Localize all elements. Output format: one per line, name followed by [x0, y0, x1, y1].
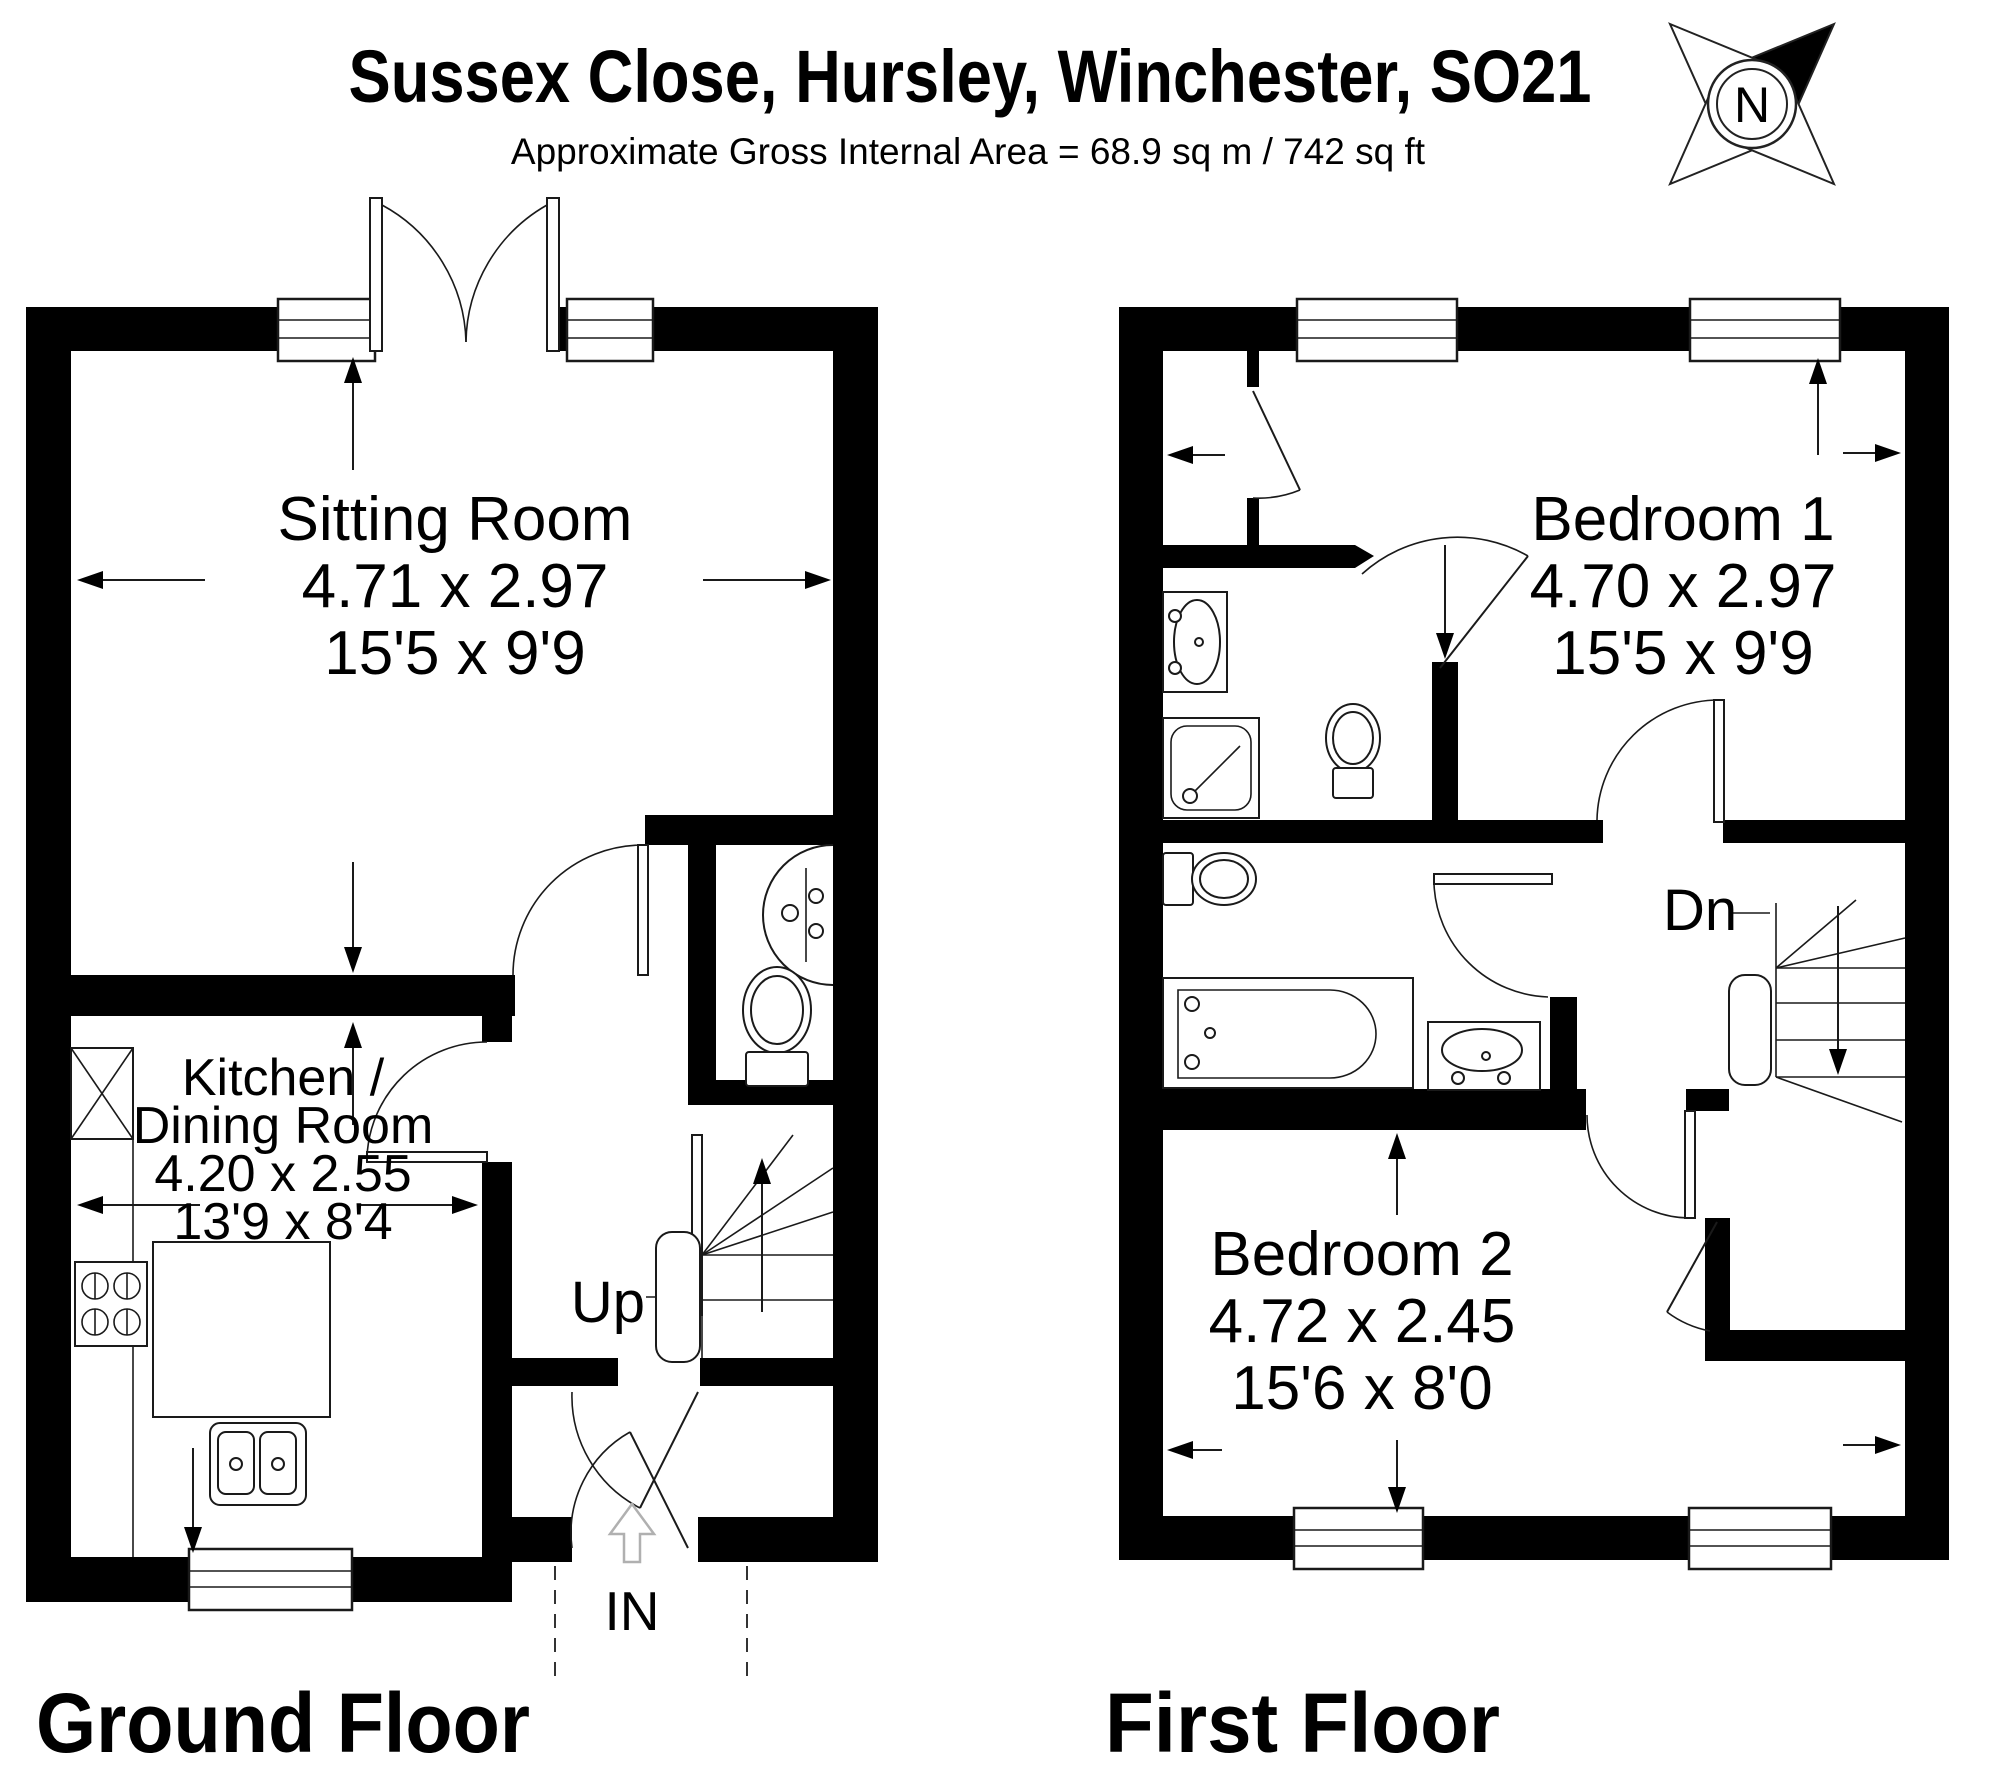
compass-label: N [1734, 77, 1770, 133]
window [1292, 1506, 1425, 1571]
bathroom-basin [1427, 1021, 1541, 1091]
door-swing-arc [570, 1431, 631, 1549]
ensuite-door [1361, 536, 1529, 669]
bathroom-bath [1162, 977, 1414, 1089]
ground-floor-plan: IN Sitting Room 4.71 x 2.97 15'5 x 9'9 K… [26, 197, 878, 1765]
compass-inner-circle [1716, 68, 1788, 140]
ensuite-shower [1162, 717, 1260, 819]
kitchen-name-line2: Dining Room [133, 1097, 434, 1155]
sitting-room-metric: 4.71 x 2.97 [302, 552, 609, 621]
ground-floor-windows [187, 297, 655, 1612]
door-leaf [637, 844, 649, 976]
page-title: Sussex Close, Hursley, Winchester, SO21 [349, 35, 1592, 118]
closet-door [1252, 390, 1301, 499]
door-swing-arc [1433, 883, 1549, 998]
entrance-door [570, 1431, 689, 1549]
stair-newel [655, 1231, 701, 1363]
entrance-annotation: IN [554, 1501, 748, 1676]
first-floor-plan: Bedroom 1 4.70 x 2.97 15'5 x 9'9 Bedroom… [1105, 297, 1949, 1765]
first-floor-caption: First Floor [1105, 1676, 1500, 1765]
door-leaf [629, 1431, 689, 1549]
door-leaf [369, 197, 383, 352]
door-swing-arc [1361, 536, 1529, 575]
door-leaf [546, 197, 560, 352]
door-swing-arc [1586, 1114, 1691, 1219]
ground-floor-dimension-arrows [77, 357, 831, 1553]
door-swing-arc [1596, 699, 1720, 821]
bedroom1-door [1596, 699, 1725, 823]
door-swing-arc [465, 204, 548, 343]
bathroom-toilet [1162, 852, 1257, 906]
kitchen-table [152, 1241, 331, 1418]
wc-toilet [742, 966, 812, 1087]
door-leaf [1433, 873, 1553, 885]
kitchen-appliance-unit [70, 1047, 134, 1140]
door-leaf [1666, 1221, 1718, 1313]
window [1687, 1506, 1833, 1571]
sitting-room-name: Sitting Room [278, 485, 633, 554]
ensuite-basin [1162, 591, 1228, 693]
door-swing-arc [512, 844, 644, 976]
door-swing-arc [366, 1041, 488, 1158]
window [1688, 297, 1842, 363]
first-floor-stairs [1728, 899, 1906, 1123]
sitting-room-door [512, 844, 649, 976]
bedroom2-imperial: 15'6 x 8'0 [1231, 1354, 1493, 1423]
door-swing-arc [1252, 489, 1301, 499]
bedroom1-metric: 4.70 x 2.97 [1530, 552, 1837, 621]
ground-floor-walls [26, 307, 878, 1602]
window [276, 297, 377, 363]
cupboard-door [1666, 1221, 1718, 1332]
bedroom1-imperial: 15'5 x 9'9 [1552, 619, 1814, 688]
bedroom2-door [1586, 1110, 1696, 1219]
sitting-room-imperial: 15'5 x 9'9 [324, 619, 586, 688]
window [1295, 297, 1459, 363]
kitchen-hob [74, 1261, 148, 1347]
kitchen-name-line1: Kitchen / [182, 1049, 385, 1107]
kitchen-sink [209, 1422, 307, 1506]
kitchen-door [366, 1041, 488, 1163]
door-leaf [1252, 390, 1301, 491]
door-leaf [639, 1391, 699, 1509]
door-swing-arc [1666, 1311, 1711, 1332]
door-leaf [1439, 555, 1529, 669]
ensuite-toilet [1325, 703, 1381, 799]
stair-rail [1728, 974, 1772, 1086]
entrance-direction-arrow-icon [607, 1501, 657, 1564]
north-compass-icon: N [1668, 22, 1836, 186]
bedroom2-name: Bedroom 2 [1210, 1220, 1513, 1289]
ground-floor-caption: Ground Floor [36, 1676, 530, 1765]
door-leaf [1684, 1110, 1696, 1219]
bedroom1-name: Bedroom 1 [1531, 485, 1834, 554]
window [565, 297, 655, 363]
door-leaf [1713, 699, 1725, 823]
up-stairs-label: Up [571, 1270, 645, 1335]
entrance-label: IN [605, 1580, 660, 1642]
french-doors [369, 197, 560, 352]
bathroom-door [1433, 873, 1553, 998]
first-floor-windows [1292, 297, 1842, 1571]
bedroom2-metric: 4.72 x 2.45 [1209, 1287, 1516, 1356]
page-subtitle: Approximate Gross Internal Area = 68.9 s… [511, 131, 1426, 172]
first-floor-dimension-arrows [1167, 358, 1901, 1513]
first-floor-walls [1119, 307, 1949, 1560]
hall-door [571, 1391, 699, 1509]
dn-stairs-label: Dn [1663, 878, 1737, 943]
ground-floor-stairs [646, 1134, 834, 1363]
window [187, 1547, 354, 1612]
kitchen-imperial: 13'9 x 8'4 [173, 1193, 392, 1251]
kitchen-metric: 4.20 x 2.55 [154, 1145, 411, 1203]
door-swing-arc [571, 1391, 641, 1509]
door-swing-arc [381, 204, 467, 343]
wc-basin [762, 844, 834, 986]
